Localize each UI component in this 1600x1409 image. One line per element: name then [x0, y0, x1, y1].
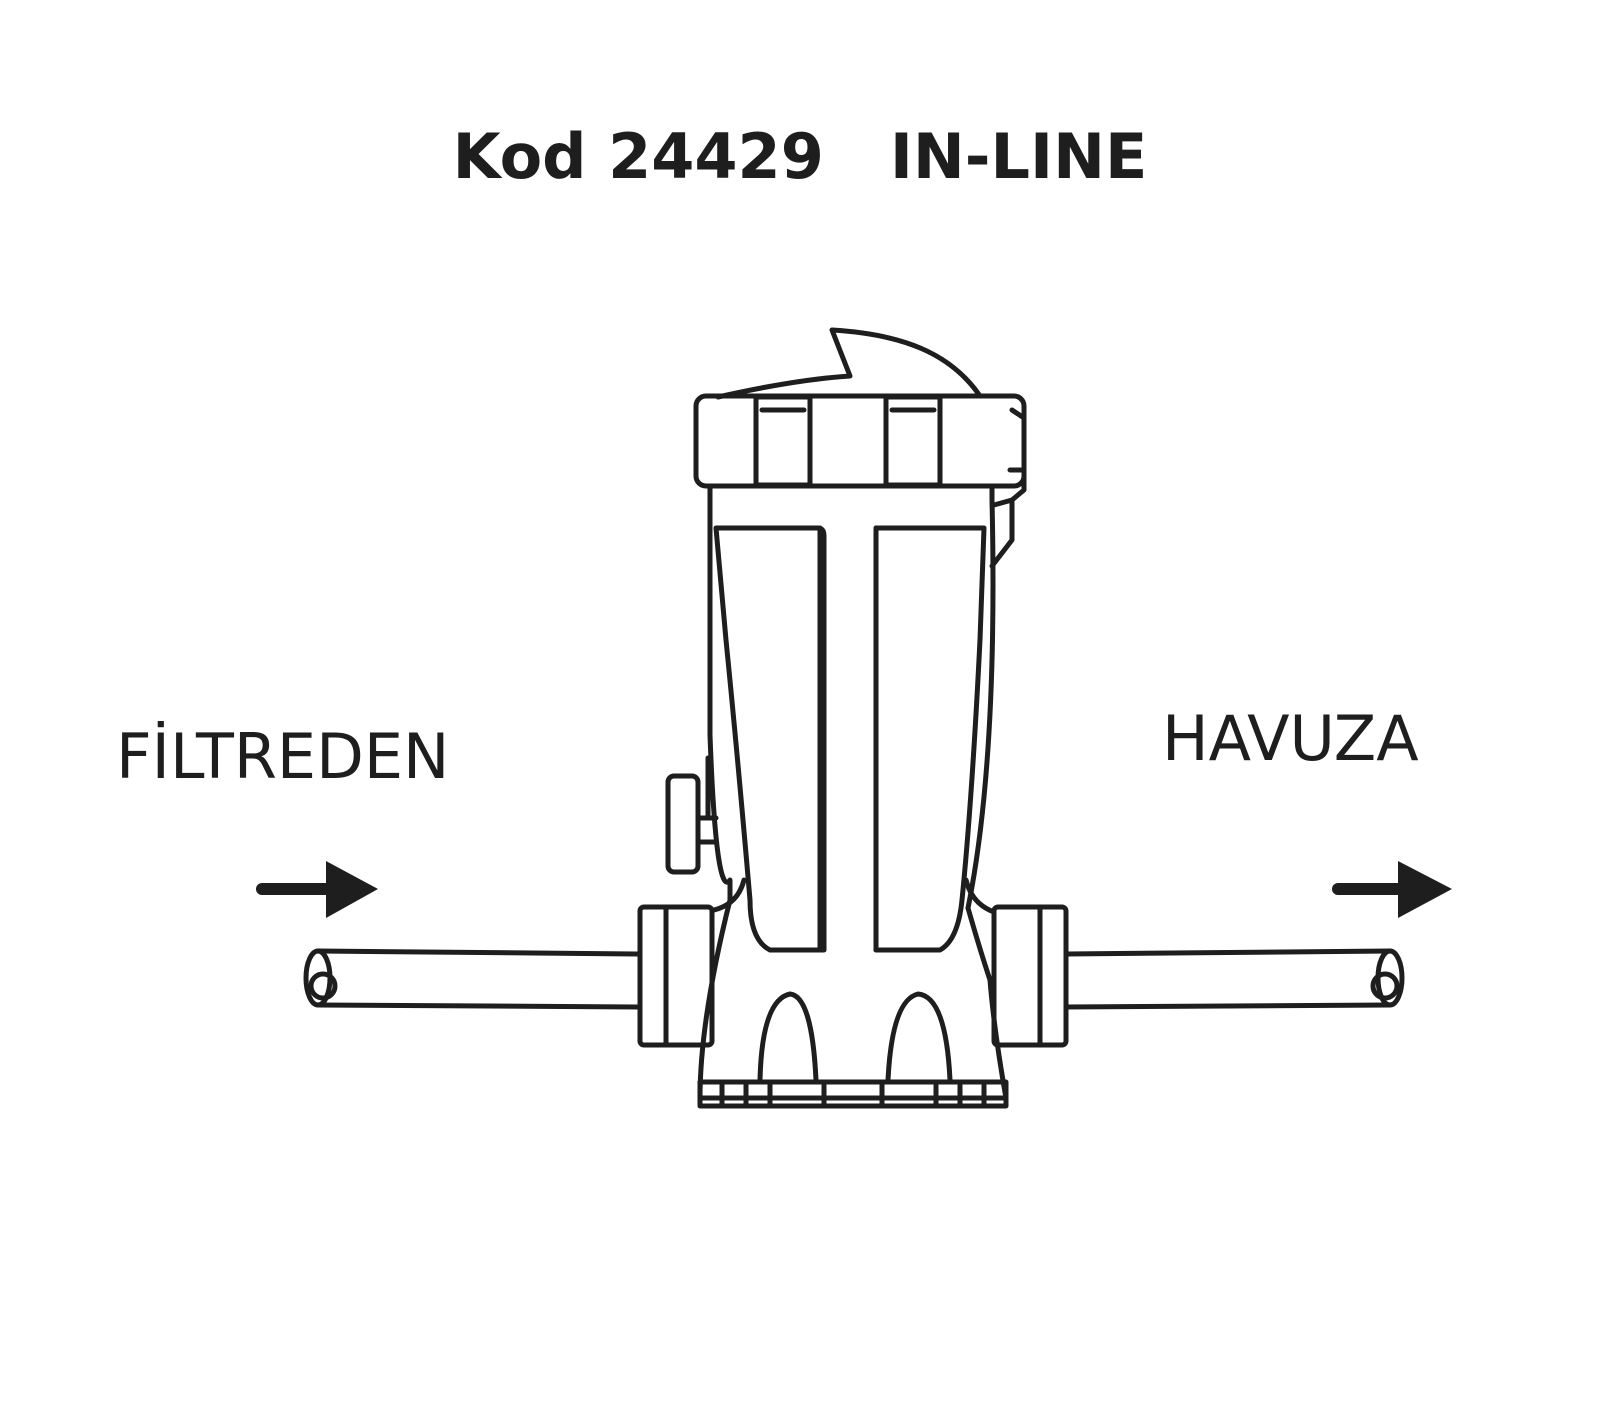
diagram-title: Kod 24429 IN-LINE	[0, 120, 1600, 193]
lid-peak	[715, 327, 983, 400]
bottom-flange	[697, 1079, 1009, 1109]
inlet-label: FİLTREDEN	[116, 720, 450, 793]
body-shoulders	[711, 877, 997, 915]
outlet-pipe	[1063, 948, 1405, 1010]
body-panels	[713, 525, 987, 953]
outlet-label: HAVUZA	[1162, 702, 1419, 775]
base-arches	[757, 991, 953, 1083]
inlet-union	[637, 904, 715, 1048]
product-type: IN-LINE	[889, 120, 1148, 193]
product-code: Kod 24429	[452, 120, 824, 193]
outlet-arrow-icon	[1332, 861, 1452, 918]
lid-cap	[693, 393, 1027, 489]
side-clip	[989, 467, 1027, 569]
inlet-pipe	[303, 948, 643, 1010]
inlet-arrow-icon	[256, 861, 378, 918]
feeder-body	[697, 483, 1009, 1101]
outlet-union	[991, 904, 1069, 1048]
adjustment-knob-icon	[665, 755, 719, 875]
